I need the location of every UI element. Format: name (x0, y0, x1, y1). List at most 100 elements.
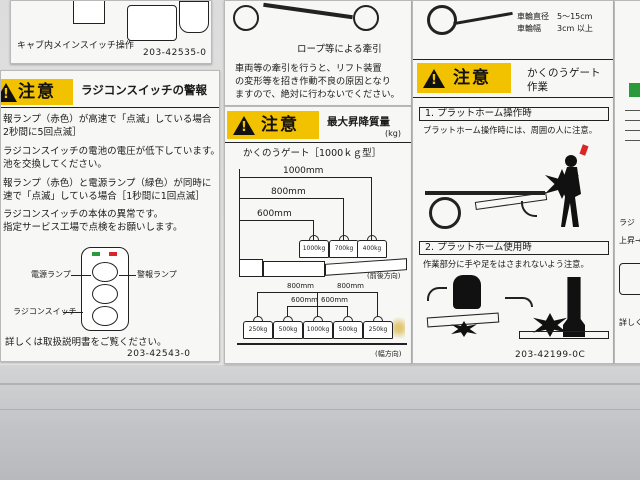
dimension-1000mm: 1000mm (283, 166, 324, 176)
width-direction: (幅方向) (375, 350, 402, 358)
platform-operation-illustration (425, 141, 605, 231)
dim-drop-600 (313, 220, 314, 240)
section-1-box (419, 107, 609, 121)
warning-triangle-icon: ! (423, 69, 445, 88)
wheel-diameter-text: 車輪直径 5～15cm (517, 12, 593, 21)
section-2-text: 作業部分に手や足をはさまれないよう注意。 (423, 259, 589, 269)
top-divider (413, 59, 613, 60)
weight-250kg-left: 250kg (243, 316, 273, 339)
banner-underline (413, 97, 613, 98)
side-platform-line (237, 343, 407, 345)
wheel-right-icon (353, 5, 379, 31)
movement-arrow-icon (521, 201, 537, 217)
dimension-800mm: 800mm (271, 187, 306, 197)
dimension-600mm: 600mm (257, 209, 292, 219)
gate-deck-section (263, 261, 325, 277)
person-head-icon (565, 155, 577, 167)
section-1-heading: 1. プラットホーム操作時 (425, 108, 532, 119)
rope-icon (263, 2, 353, 20)
warning-line-7: ラジコンスイッチの本体の異常です。 (3, 209, 164, 220)
radio-switch-leader (63, 312, 83, 313)
side-dim-800-left: 800mm (287, 282, 314, 290)
side-dim-600-right: 600mm (321, 296, 348, 304)
truck-bed-icon (425, 191, 545, 195)
hand-icon (453, 275, 481, 309)
storage-gate-title-2: 作業 (527, 81, 548, 93)
truck-wheel-icon (429, 197, 461, 229)
wheel-width-text: 車輪幅 3cm 以上 (517, 24, 593, 33)
side-drop-3 (317, 292, 318, 317)
rust-stain (393, 313, 405, 343)
storage-gate-code: 203-42199-0C (515, 350, 586, 360)
partial-text-stripes (625, 105, 640, 143)
remote-control-illustration (81, 247, 129, 331)
weight-1000kg-center: 1000kg (303, 316, 333, 339)
cab-switch-code: 203-42535-0 (143, 48, 207, 58)
switch-illustration (73, 1, 105, 24)
remote-button-bottom (92, 306, 118, 326)
weight-400kg-front: 400kg (357, 235, 387, 258)
dim-line-1000 (239, 177, 371, 178)
warning-line-2: 2秒間に5回点滅］ (3, 127, 82, 138)
storage-gate-work-label: 車輪直径 5～15cm 車輪幅 3cm 以上 ! 注意 かくのうゲート 作業 1… (412, 0, 614, 364)
weight-250kg-right: 250kg (363, 316, 393, 339)
caution-banner-right: ! 注意 (417, 63, 511, 93)
towing-paragraph-3: ますので、絶対に行わないでください。 (235, 89, 400, 100)
gate-profile-illustration (239, 258, 409, 277)
curve-arrow-left-icon (427, 287, 447, 301)
max-lift-load-label: ! 注意 最大昇降質量 (kg) かくのうゲート［1000ｋｇ型］ 1000mm… (224, 106, 412, 364)
wheel-left-icon (233, 5, 259, 31)
caution-banner: ! 注意 (1, 79, 73, 105)
dim-drop-800 (343, 198, 344, 240)
wall-panel-lower (0, 365, 640, 480)
banner-underline (225, 142, 411, 143)
power-lamp-dot (92, 252, 100, 256)
see-manual-footer: 詳しくは取扱説明書をご覧ください。 (5, 337, 167, 348)
caution-banner-text: 注意 (453, 68, 491, 88)
remote-button-middle (92, 284, 118, 304)
warning-line-1: 報ランプ（赤色）が高速で「点滅」している場合 (3, 114, 212, 125)
dim-line-800 (239, 198, 343, 199)
warning-line-3: ラジコンスイッチの電池の電圧が低下しています。 (3, 146, 220, 157)
power-lamp-label: 電源ランプ (31, 270, 71, 279)
section-1-text: プラットホーム操作時には、周囲の人に注意。 (423, 125, 597, 135)
gate-base-block (239, 259, 263, 277)
radio-switch-warning-label: ! 注意 ラジコンスイッチの警報 報ランプ（赤色）が高速で「点滅」している場合 … (0, 70, 220, 362)
dim-line-600 (239, 220, 313, 221)
side-drop-5 (377, 292, 378, 317)
partial-text-3: 詳しく (619, 318, 640, 327)
radio-switch-code: 203-42543-0 (127, 349, 191, 359)
weight-700kg-front: 700kg (329, 235, 359, 258)
alert-mark-icon (579, 144, 589, 156)
cab-switch-caption: キャブ内メインスイッチ操作 (17, 41, 134, 51)
banner-underline (1, 107, 219, 108)
section-2-heading: 2. プラットホーム使用時 (425, 242, 532, 253)
warning-triangle-icon: ! (233, 116, 255, 135)
front-back-direction: (前後方向) (367, 272, 401, 280)
switch-panel-illustration (127, 5, 177, 41)
dim-drop-1000 (371, 177, 372, 240)
side-dim-800-right: 800mm (337, 282, 364, 290)
towing-paragraph-2: の変形等を招き作動不良の原因となり (235, 76, 391, 87)
cab-switch-label: キャブ内メインスイッチ操作 203-42535-0 (10, 0, 212, 64)
power-lamp-leader (71, 275, 91, 276)
ramp-illustration (453, 11, 513, 26)
truck-tow-illustration (233, 1, 403, 37)
curve-arrow-right-icon (505, 297, 533, 307)
warning-title: ラジコンスイッチの警報 (81, 83, 208, 97)
rope-caption: ロープ等による牽引 (297, 44, 382, 55)
side-drop-1 (257, 292, 258, 317)
partial-text-1: ラジ (619, 218, 635, 227)
caution-banner-middle: ! 注意 (227, 111, 319, 139)
radio-switch-label: ラジコンスイッチ (13, 307, 77, 316)
weight-1000kg-front: 1000kg (299, 235, 329, 258)
warning-line-5: 報ランプ（赤色）と電源ランプ（緑色）が同時に (3, 178, 212, 189)
towing-warning-label: ロープ等による牽引 車両等の牽引を行うと、リフト装置 の変形等を招き作動不良の原… (224, 0, 412, 106)
side-drop-4 (347, 306, 348, 317)
weight-500kg-left: 500kg (273, 316, 303, 339)
partial-illustration (619, 263, 640, 295)
max-load-title: 最大昇降質量 (327, 116, 390, 128)
warning-triangle-icon: ! (1, 83, 17, 102)
boot-icon (563, 277, 585, 337)
alarm-lamp-label: 警報ランプ (137, 270, 177, 279)
